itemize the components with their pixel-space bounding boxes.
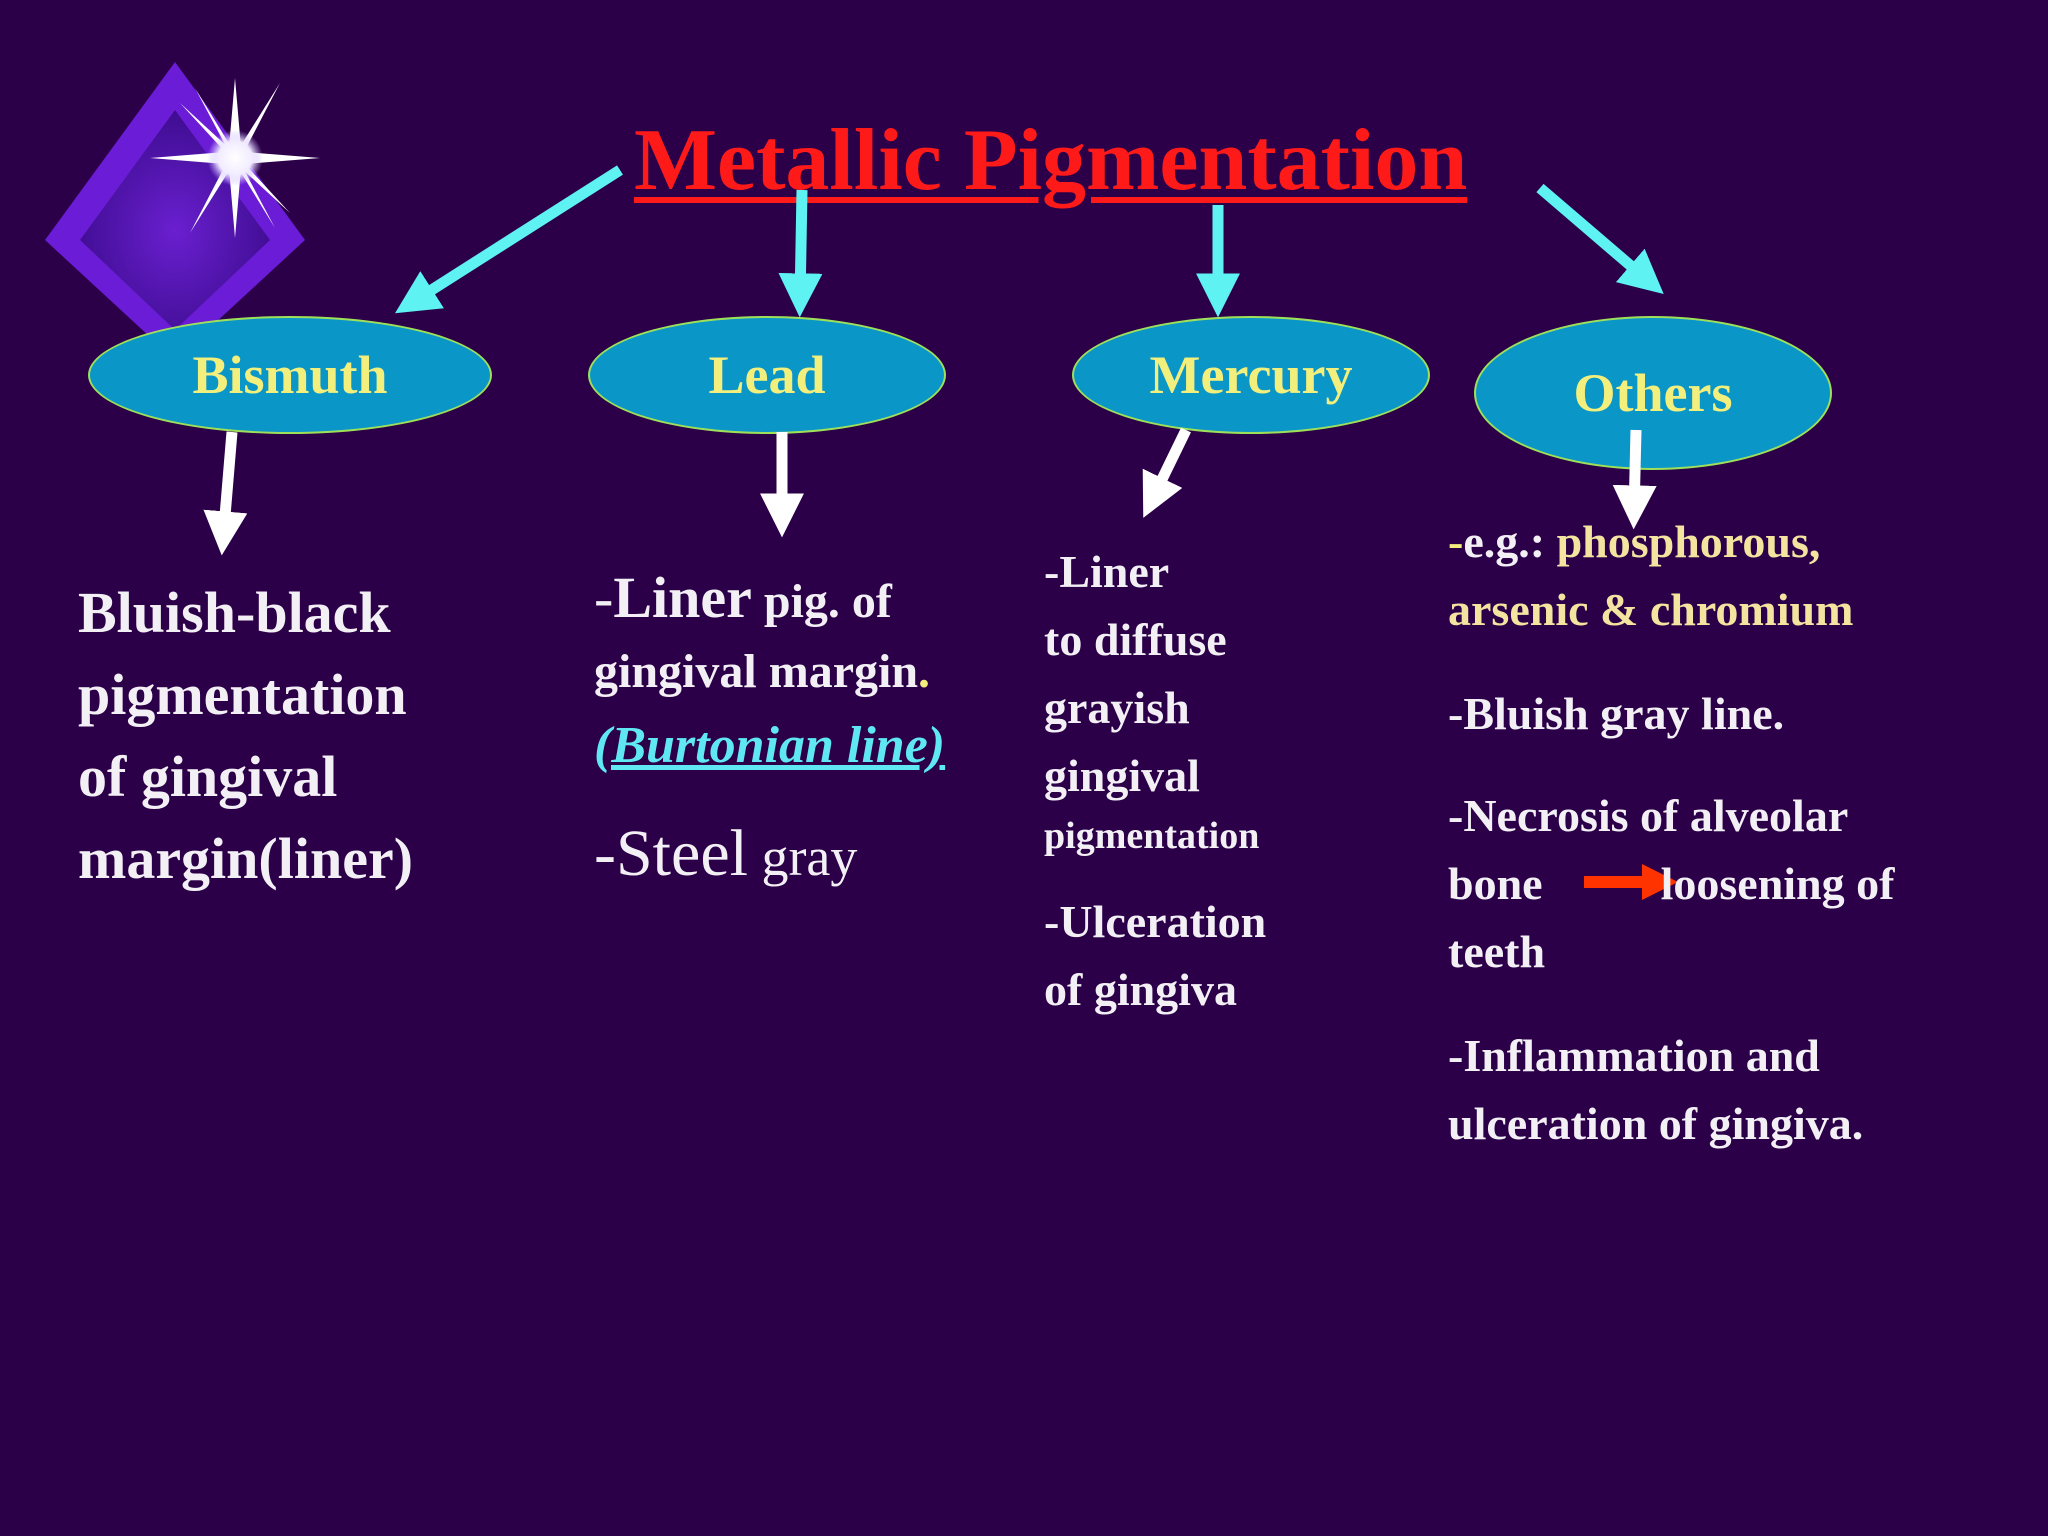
node-lead: Lead <box>588 316 946 434</box>
others-bone: bone <box>1448 858 1543 909</box>
mercury-line-6: -Ulceration <box>1044 896 1267 947</box>
others-teeth: teeth <box>1448 926 1546 977</box>
mercury-line-4: gingival <box>1044 750 1200 801</box>
node-others: Others <box>1474 316 1832 470</box>
mercury-description: -Liner to diffuse grayish gingival pigme… <box>1044 538 1266 1024</box>
others-line-eg: -e.g.: phosphorous, <box>1448 508 1894 576</box>
others-inflammation: -Inflammation and <box>1448 1030 1820 1081</box>
lead-line-steel: -Steel gray <box>594 814 945 897</box>
bismuth-line-4: margin(liner) <box>78 826 414 891</box>
others-ulceration: ulceration of gingiva. <box>1448 1098 1864 1149</box>
lead-description: -Liner pig. of gingival margin. (Burtoni… <box>594 564 945 897</box>
others-necrosis: -Necrosis of alveolar <box>1448 790 1849 841</box>
others-loosening: loosening of <box>1660 858 1895 909</box>
node-bismuth-label: Bismuth <box>192 345 388 405</box>
mercury-line-3: grayish <box>1044 682 1190 733</box>
mercury-line-1: -Liner <box>1044 546 1170 597</box>
diamond-star-icon <box>45 62 320 360</box>
lead-liner: Liner <box>613 565 752 630</box>
lead-gray: gray <box>747 827 858 887</box>
arrow-mercury-down <box>1142 427 1191 518</box>
node-bismuth: Bismuth <box>88 316 492 434</box>
others-phosphorous: phosphorous, <box>1556 516 1821 567</box>
bismuth-description: Bluish-black pigmentation of gingival ma… <box>78 572 413 900</box>
lead-dash: - <box>594 565 614 630</box>
others-arsenic: arsenic & chromium <box>1448 584 1854 635</box>
bismuth-line-2: pigmentation <box>78 662 407 727</box>
others-dash: - <box>1448 516 1464 567</box>
bismuth-line-1: Bluish-black <box>78 580 391 645</box>
arrow-bismuth-down <box>203 431 248 556</box>
burtonian-line-link[interactable]: (Burtonian line) <box>594 717 946 774</box>
lead-line-2: gingival margin. <box>594 636 945 708</box>
arrow-to-lead <box>778 189 823 318</box>
mercury-line-7: of gingiva <box>1044 964 1237 1015</box>
lead-steel: -Steel <box>594 817 748 890</box>
node-others-label: Others <box>1573 363 1733 423</box>
arrow-to-bismuth <box>395 165 623 314</box>
bismuth-line-3: of gingival <box>78 744 338 809</box>
arrow-others-down <box>1612 429 1657 530</box>
others-eg: e.g.: <box>1463 516 1557 567</box>
node-lead-label: Lead <box>708 345 826 405</box>
lead-line-1: -Liner pig. of <box>594 564 945 636</box>
others-bone-line: bone loosening of <box>1448 850 1894 918</box>
node-mercury-label: Mercury <box>1149 345 1353 405</box>
lead-period: . <box>918 645 931 698</box>
arrow-to-others <box>1536 183 1664 295</box>
node-mercury: Mercury <box>1072 316 1430 434</box>
lead-pig-of: pig. of <box>751 575 892 628</box>
slide-title: Metallic Pigmentation <box>634 112 1468 209</box>
others-bluish: -Bluish gray line. <box>1448 688 1785 739</box>
mercury-line-5: pigmentation <box>1044 815 1260 857</box>
mercury-line-2: to diffuse <box>1044 614 1227 665</box>
others-description: -e.g.: phosphorous, arsenic & chromium -… <box>1448 508 1894 1158</box>
lead-margin: gingival margin <box>594 645 919 698</box>
